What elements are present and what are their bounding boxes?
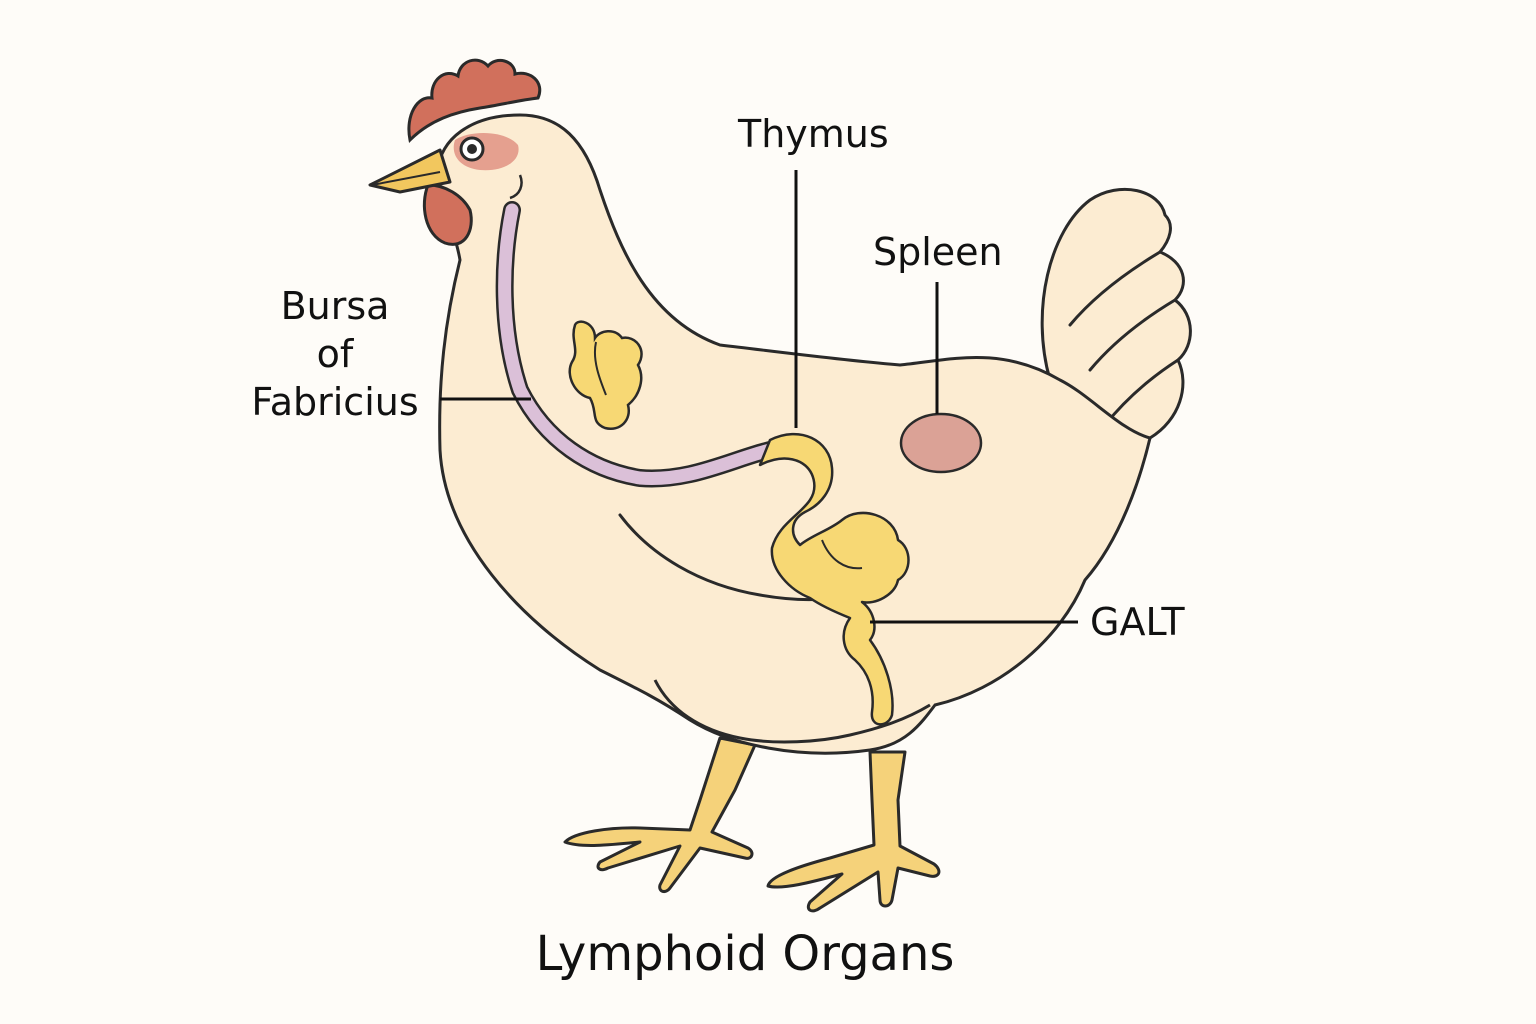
neck-crease: [509, 174, 523, 200]
label-bursa-line-1: Bursa: [280, 284, 390, 328]
comb: [407, 58, 542, 144]
spleen-organ: [899, 412, 983, 474]
beak: [368, 148, 452, 194]
leader-lines: [440, 170, 1078, 624]
thymus-lobe-line: [594, 341, 607, 396]
label-bursa: Bursa of Fabricius: [245, 282, 425, 426]
label-bursa-line-2: of: [316, 332, 354, 376]
esophagus-fill: [498, 203, 777, 485]
left-leg: [563, 736, 757, 894]
diagram-title: Lymphoid Organs: [535, 926, 955, 982]
thymus-organ: [568, 320, 643, 431]
label-bursa-line-3: Fabricius: [251, 380, 419, 424]
label-thymus: Thymus: [738, 112, 889, 156]
intestine-organ: [758, 432, 910, 726]
belly-fluff: [653, 679, 931, 744]
wattle: [422, 183, 473, 246]
intestine-fold-line: [821, 539, 863, 570]
label-spleen: Spleen: [873, 230, 1003, 274]
label-galt: GALT: [1090, 600, 1185, 644]
right-leg: [766, 750, 941, 913]
beak-line: [371, 171, 441, 186]
eye-pupil: [467, 144, 477, 154]
